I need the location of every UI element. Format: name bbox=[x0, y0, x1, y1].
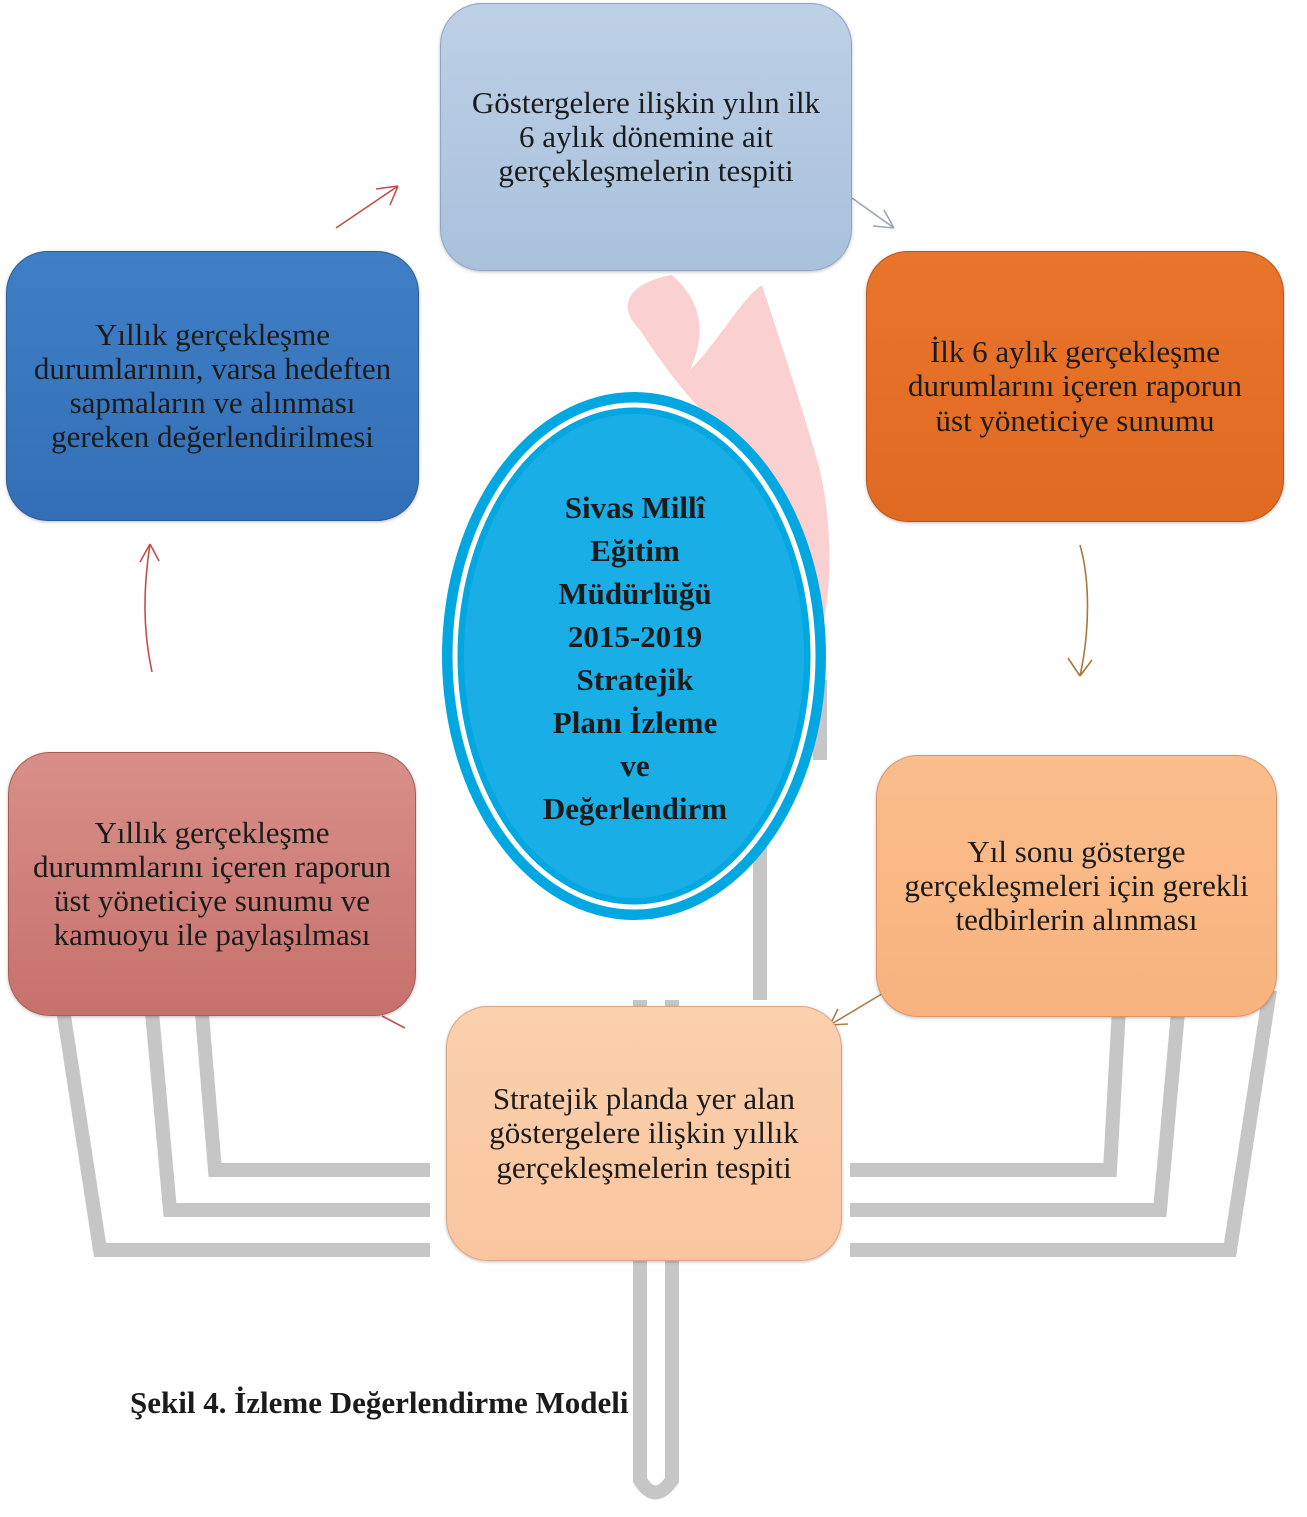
step-box-lower-right-text: Yıl sonu gösterge gerçekleşmeleri için g… bbox=[904, 833, 1249, 938]
step-box-top: Göstergelere ilişkin yılın ilk 6 aylık d… bbox=[440, 3, 852, 271]
step-box-lower-right: Yıl sonu gösterge gerçekleşmeleri için g… bbox=[876, 755, 1277, 1017]
arrow-bottom-to-lowerleft bbox=[381, 1015, 406, 1029]
arrow-lowerleft-to-left bbox=[139, 543, 160, 673]
step-box-bottom: Stratejik planda yer alan göstergelere i… bbox=[446, 1006, 842, 1261]
center-title-line: Stratejik bbox=[576, 662, 694, 697]
step-box-right-text: İlk 6 aylık gerçekleşme durumlarını içer… bbox=[908, 334, 1242, 438]
center-title-line: Eğitim bbox=[590, 533, 680, 568]
center-title-line: Müdürlüğü bbox=[558, 576, 712, 611]
arrow-right-to-lowerright bbox=[1067, 544, 1093, 677]
arrow-left-to-top bbox=[335, 185, 399, 229]
step-box-bottom-text: Stratejik planda yer alan göstergelere i… bbox=[489, 1081, 799, 1185]
figure-caption: Şekil 4. İzleme Değerlendirme Modeli bbox=[130, 1385, 629, 1420]
center-title-line: Değerlendirm bbox=[542, 791, 728, 826]
center-title-line: Planı İzleme bbox=[552, 705, 718, 740]
step-box-right: İlk 6 aylık gerçekleşme durumlarını içer… bbox=[866, 251, 1284, 522]
center-title-line: ve bbox=[620, 748, 650, 783]
step-box-left: Yıllık gerçekleşme durumlarının, varsa h… bbox=[6, 251, 419, 521]
center-ellipse bbox=[442, 392, 826, 920]
step-box-lower-left: Yıllık gerçekleşme durummlarını içeren r… bbox=[8, 752, 416, 1016]
center-title-line: 2015-2019 bbox=[567, 619, 703, 654]
step-box-lower-left-text: Yıllık gerçekleşme durummlarını içeren r… bbox=[32, 814, 392, 953]
center-title-line: Sivas Millî bbox=[564, 490, 706, 525]
arrow-top-to-right bbox=[851, 197, 895, 229]
step-box-top-text: Göstergelere ilişkin yılın ilk 6 aylık d… bbox=[471, 84, 821, 189]
center-title: Sivas Millî Eğitim Müdürlüğü 2015-2019 S… bbox=[522, 486, 748, 830]
step-box-left-text: Yıllık gerçekleşme durumlarının, varsa h… bbox=[33, 316, 392, 455]
